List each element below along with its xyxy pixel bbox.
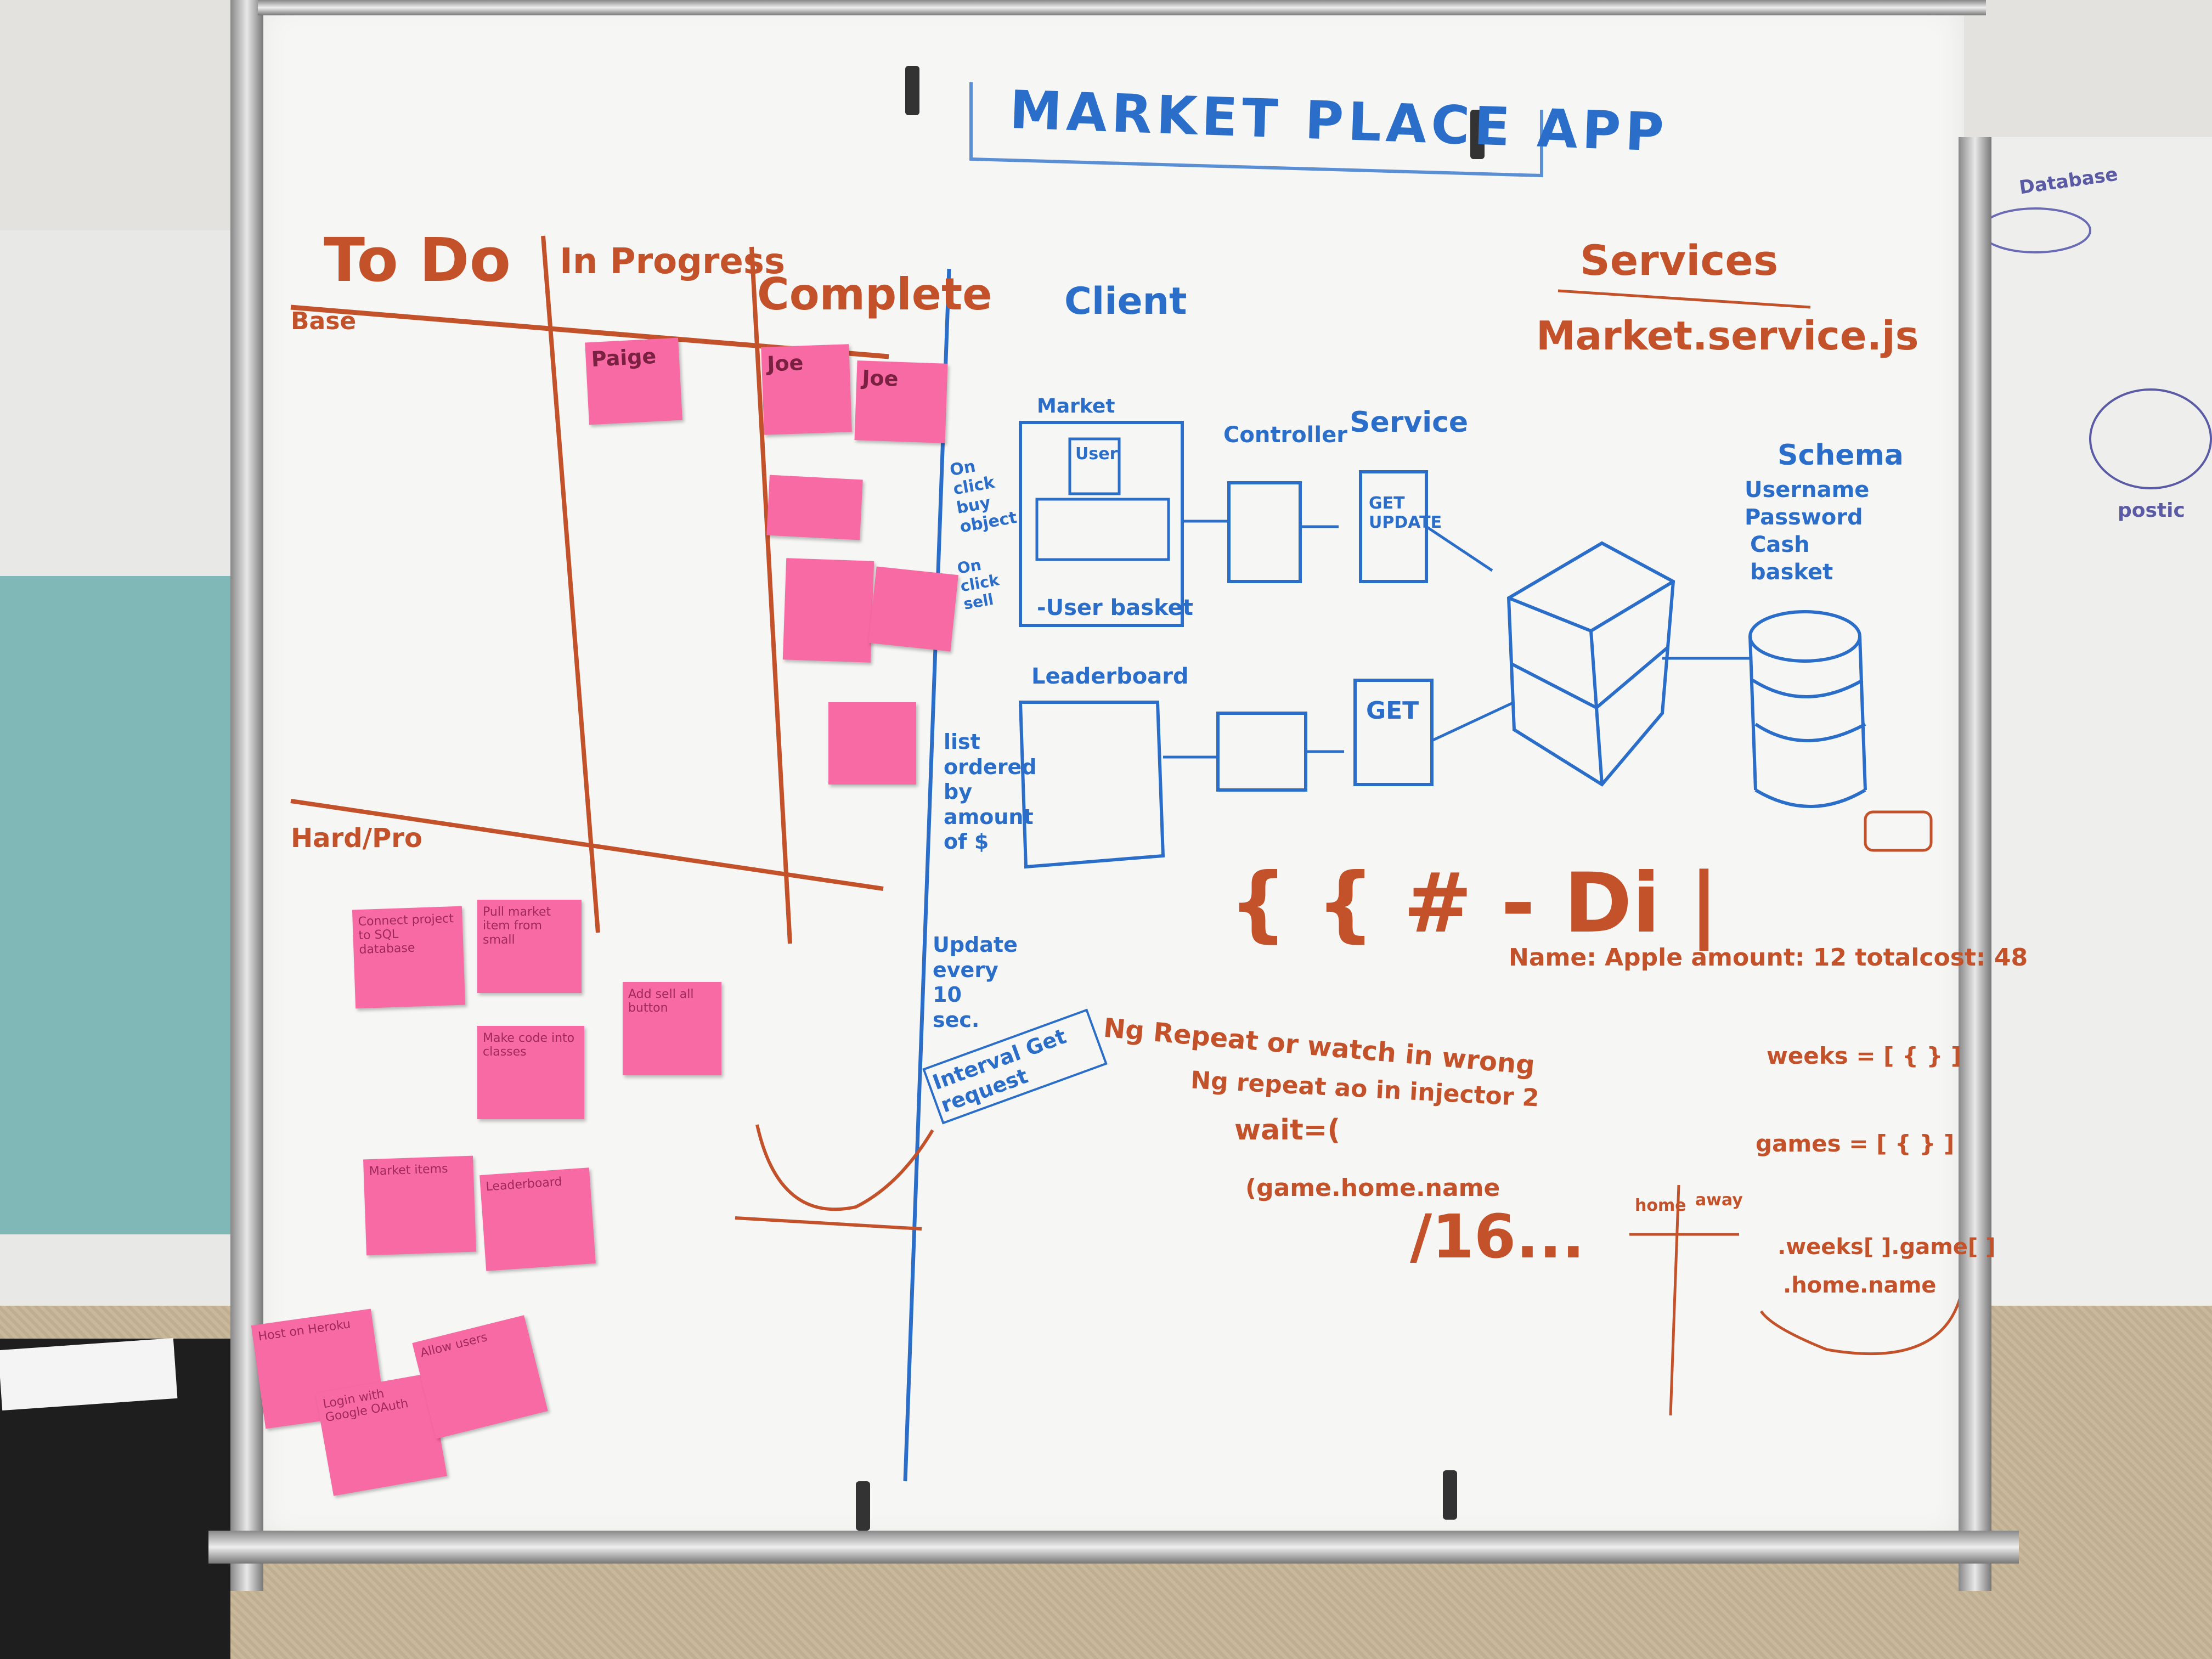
teal-wall-section — [0, 576, 258, 1234]
user-label: User — [1075, 444, 1118, 464]
get-label: GET — [1366, 697, 1419, 725]
board-clip — [856, 1481, 870, 1531]
game-home-note: (game.home.name — [1245, 1174, 1500, 1202]
sticky-note: Joe — [854, 360, 948, 443]
sticky-note: Joe — [761, 344, 852, 435]
schema-title: Schema — [1778, 439, 1904, 472]
board-frame-top — [258, 0, 1986, 15]
board-frame-bottom — [208, 1531, 2019, 1564]
wait-note: wait=( — [1234, 1114, 1341, 1147]
schema-field-cash: Cash — [1750, 532, 1810, 557]
onclick-sell-note: On click sell — [956, 555, 1001, 613]
board-clip — [1470, 110, 1485, 159]
json-brace-note: { { # - Di | — [1229, 856, 1719, 951]
json-fields-note: Name: Apple amount: 12 totalcost: 48 — [1509, 944, 2028, 972]
weeks-note: weeks = [ { } ] — [1767, 1042, 1962, 1069]
services-heading: Services — [1580, 236, 1779, 285]
market-label: Market — [1037, 395, 1115, 417]
board-frame-right — [1959, 137, 1991, 1591]
sticky-note — [766, 475, 863, 540]
leaderboard-label: Leaderboard — [1031, 664, 1189, 689]
column-todo: To Do — [324, 225, 511, 295]
games-note: games = [ { } ] — [1756, 1130, 1955, 1157]
controller-label: Controller — [1223, 422, 1347, 448]
board-clip — [905, 66, 919, 115]
services-file: Market.service.js — [1536, 313, 1919, 359]
sticky-note: Pull market item from small — [477, 900, 582, 993]
sticky-note: Market items — [363, 1155, 476, 1256]
get-update-label: GET UPDATE — [1369, 494, 1442, 532]
sticky-note: Add sell all button — [623, 982, 721, 1075]
list-ordered-note: list ordered by amount of $ — [944, 730, 1037, 854]
schema-field-password: Password — [1745, 505, 1863, 530]
row-base: Base — [291, 307, 357, 335]
sticky-note: Paige — [585, 337, 682, 425]
sticky-note — [828, 702, 916, 785]
home-label: home — [1635, 1196, 1686, 1215]
sticky-note: Connect project to SQL database — [352, 906, 466, 1009]
away-label: away — [1695, 1190, 1743, 1210]
update-every-note: Update every 10 sec. — [933, 933, 1018, 1032]
client-heading: Client — [1064, 280, 1187, 323]
service-label: Service — [1350, 406, 1469, 439]
weeks-path-note: .weeks[ ].game[ ] — [1778, 1234, 1996, 1260]
home-name-note: .home.name — [1783, 1273, 1937, 1298]
user-basket-label: -User basket — [1037, 595, 1193, 620]
sixteen-note: /16... — [1410, 1201, 1585, 1272]
column-in-progress: In Progress — [560, 241, 786, 282]
column-complete: Complete — [757, 269, 992, 320]
whiteboard — [258, 0, 1964, 1542]
sticky-note — [868, 566, 958, 652]
right-whiteboard — [1964, 137, 2212, 1454]
schema-field-username: Username — [1745, 477, 1870, 503]
side-postgres-label: postic — [2118, 499, 2185, 522]
schema-field-basket: basket — [1750, 560, 1833, 585]
sticky-note — [782, 558, 874, 663]
board-clip — [1443, 1470, 1457, 1520]
sticky-note: Leaderboard — [479, 1167, 596, 1271]
sticky-note: Make code into classes — [477, 1026, 584, 1119]
row-hard-pro: Hard/Pro — [291, 823, 422, 854]
